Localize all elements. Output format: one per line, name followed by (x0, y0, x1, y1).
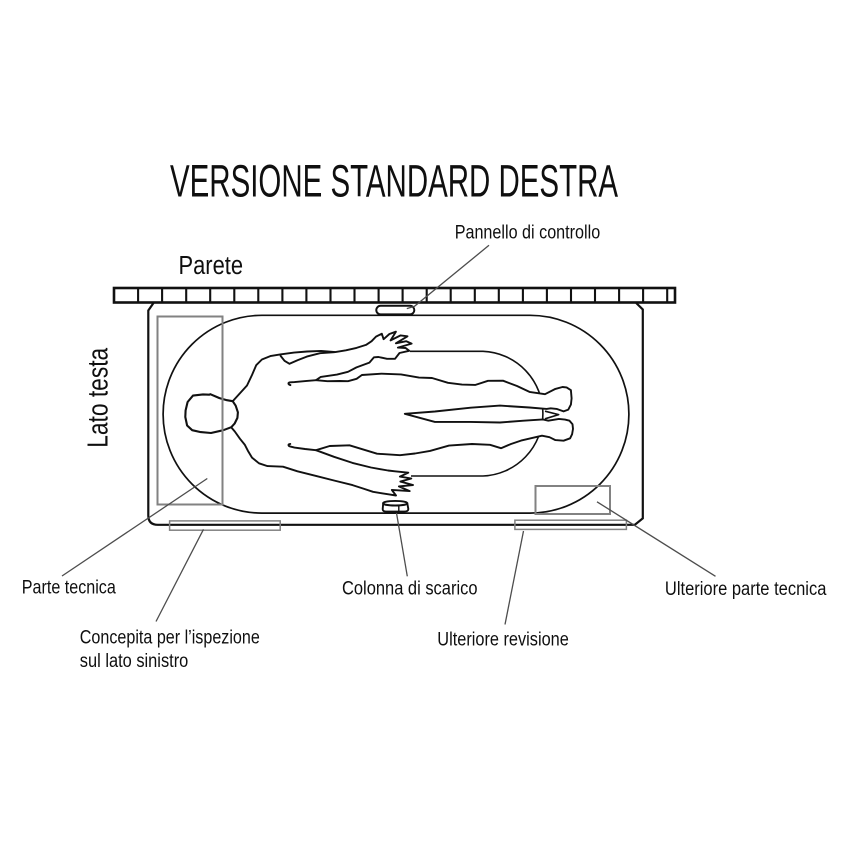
svg-text:Parte tecnica: Parte tecnica (22, 578, 116, 599)
svg-text:Pannello di controllo: Pannello di controllo (455, 222, 601, 243)
svg-text:Ulteriore parte tecnica: Ulteriore parte tecnica (665, 579, 827, 600)
svg-text:VERSIONE STANDARD DESTRA: VERSIONE STANDARD DESTRA (170, 155, 618, 206)
svg-text:Lato testa: Lato testa (82, 348, 114, 448)
svg-text:Concepita per l’ispezione: Concepita per l’ispezione (80, 628, 260, 649)
svg-text:Parete: Parete (179, 252, 244, 280)
svg-text:sul lato sinistro: sul lato sinistro (80, 651, 189, 672)
svg-text:Ulteriore revisione: Ulteriore revisione (437, 630, 569, 651)
svg-text:Colonna di scarico: Colonna di scarico (342, 579, 478, 600)
